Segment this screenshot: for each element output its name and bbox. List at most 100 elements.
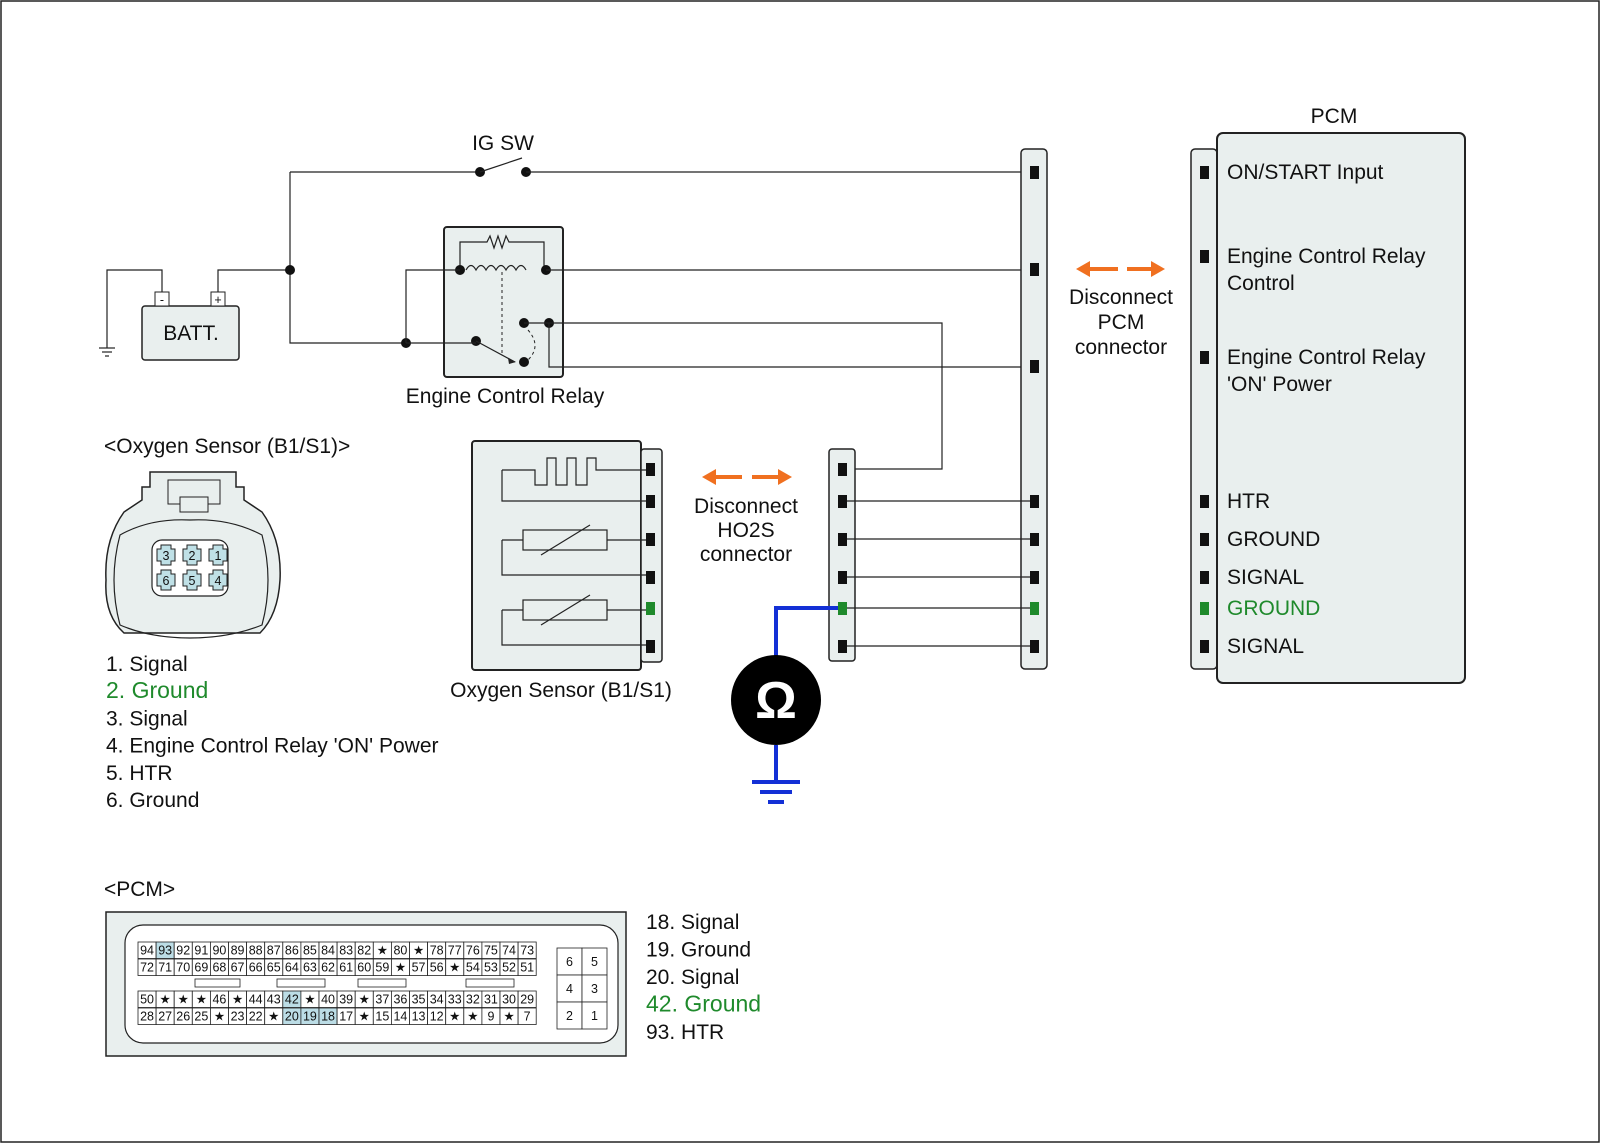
pcm-connector-pin-number: 19	[303, 1010, 317, 1024]
disconnect-ho2s-line1: Disconnect	[694, 495, 798, 518]
pcm-aux-cell	[581, 947, 608, 976]
pcm-connector-pin-number: 93	[158, 944, 172, 958]
pcm-connector-pin-number: 87	[267, 944, 281, 958]
o2-pin-list-item: 3. Signal	[106, 707, 188, 730]
o2-connector-pin	[156, 544, 176, 566]
pcm-pin-marker	[1200, 166, 1209, 179]
pcm-pin-list-item: 42. Ground	[646, 991, 761, 1017]
pcm-pin-label-line2: 'ON' Power	[1227, 373, 1332, 396]
pcm-pin-label-line2: Control	[1227, 272, 1295, 295]
pcm-aux-pin-number: 2	[566, 1009, 573, 1023]
pcm-connector-pin-number: 36	[393, 993, 407, 1007]
pcm-connector-title: <PCM>	[104, 878, 175, 901]
pcm-connector-pin-number: ★	[467, 1010, 478, 1024]
pcm-connector-pin-number: ★	[232, 993, 243, 1007]
o2-connector-pin-number: 1	[215, 549, 222, 563]
pcm-connector-pin-number: 80	[393, 944, 407, 958]
ig-switch: IG SW	[290, 132, 1028, 177]
pcm-connector-pin-number: 50	[140, 993, 154, 1007]
pcm-connector-pin-number: 84	[321, 944, 335, 958]
pcm-pin-marker	[1200, 351, 1209, 364]
o2-connector-pin	[208, 544, 228, 566]
pcm-connector-pin-number: 75	[484, 944, 498, 958]
pcm-connector-pin-number: 28	[140, 1010, 154, 1024]
pcm-connector-pin-number: 56	[430, 961, 444, 975]
pcm-connector-cell	[517, 1007, 537, 1025]
pcm-connector-pin-number: 92	[176, 944, 190, 958]
pcm-connector-pin-number: ★	[449, 961, 460, 975]
o2-connector-title: <Oxygen Sensor (B1/S1)>	[104, 435, 350, 458]
pcm-connector-pin-number: 66	[249, 961, 263, 975]
pcm-harness-pins	[1030, 166, 1039, 653]
pcm-module	[1216, 132, 1466, 684]
relay-coil-feed	[405, 269, 460, 343]
pcm-connector-pin-number: 74	[502, 944, 516, 958]
pcm-connector-cell	[517, 941, 537, 959]
pcm-connector-pin-number: ★	[395, 961, 406, 975]
o2-connector-pin	[156, 569, 176, 591]
batt-feed-wire	[289, 172, 406, 344]
pcm-connector-pin-number: 76	[466, 944, 480, 958]
pcm-connector-pin-number: ★	[503, 1010, 514, 1024]
pcm-connector-pin-number: 53	[484, 961, 498, 975]
pcm-connector-pin-number: 94	[140, 944, 154, 958]
pcm-pin-label: SIGNAL	[1227, 635, 1304, 658]
pcm-connector-pin-number: 37	[375, 993, 389, 1007]
ho2s-harness-connector	[828, 448, 856, 662]
pcm-connector-pin-number: ★	[196, 993, 207, 1007]
pcm-connector-pin-number: ★	[178, 993, 189, 1007]
pcm-connector-pin-number: 70	[176, 961, 190, 975]
pcm-pin-label: Engine Control Relay	[1227, 245, 1426, 268]
pcm-connector-key	[276, 978, 326, 988]
pcm-connector-pin-number: 59	[375, 961, 389, 975]
ho2s-harness-pins	[838, 463, 847, 653]
pcm-connector-pin-number: ★	[413, 944, 424, 958]
ohm-icon: Ω	[755, 672, 797, 730]
pcm-aux-pin-number: 6	[566, 955, 573, 969]
oxygen-sensor-label: Oxygen Sensor (B1/S1)	[450, 679, 672, 702]
battery-minus-label: -	[160, 293, 164, 307]
disconnect-pcm-line3: connector	[1075, 336, 1167, 359]
pcm-pin-label: GROUND	[1227, 597, 1320, 620]
ohmmeter: Ω	[731, 606, 838, 804]
engine-relay-label: Engine Control Relay	[406, 385, 605, 408]
pcm-connector-pin-number: ★	[359, 993, 370, 1007]
pcm-connector-pin-number: 42	[285, 993, 299, 1007]
ig-sw-label: IG SW	[472, 132, 534, 155]
pcm-connector-pin-number: 77	[448, 944, 462, 958]
pcm-pin-marker	[1200, 250, 1209, 263]
relay-on-power-to-pcm	[548, 323, 1028, 368]
pcm-label: PCM	[1311, 105, 1358, 128]
pcm-connector-pin-number: 65	[267, 961, 281, 975]
pcm-connector-pin-number: 72	[140, 961, 154, 975]
battery-ground-icon	[99, 269, 163, 357]
o2-pin-list-item: 1. Signal	[106, 653, 188, 676]
o2-connector-pin-number: 4	[215, 574, 222, 588]
pcm-connector-pin-number: 9	[487, 1010, 494, 1024]
pcm-connector-pin-number: 69	[194, 961, 208, 975]
pcm-connector-pin-number: 39	[339, 993, 353, 1007]
o2-connector-pin	[182, 544, 202, 566]
pcm-connector-pin-number: ★	[214, 1010, 225, 1024]
pcm-pin-label: GROUND	[1227, 528, 1320, 551]
pcm-connector-pin-number: 83	[339, 944, 353, 958]
pcm-connector-pin-number: 86	[285, 944, 299, 958]
pcm-connector-pin-number: 27	[158, 1010, 172, 1024]
o2-connector-pin-number: 5	[189, 574, 196, 588]
pcm-connector-pin-number: 46	[212, 993, 226, 1007]
pcm-connector-pin-number: 89	[231, 944, 245, 958]
pcm-connector-pin-number: 51	[520, 961, 534, 975]
pcm-aux-pin-number: 4	[566, 982, 573, 996]
disconnect-pcm-line2: PCM	[1098, 311, 1145, 334]
disconnect-pcm-arrows	[1076, 261, 1165, 277]
pcm-connector-pin-number: 60	[357, 961, 371, 975]
pcm-pin-marker	[1200, 640, 1209, 653]
pcm-connector-pin-number: 62	[321, 961, 335, 975]
pcm-harness-connector	[1020, 148, 1048, 670]
pcm-connector-pin-number: ★	[304, 993, 315, 1007]
pcm-connector-pin-number: 64	[285, 961, 299, 975]
